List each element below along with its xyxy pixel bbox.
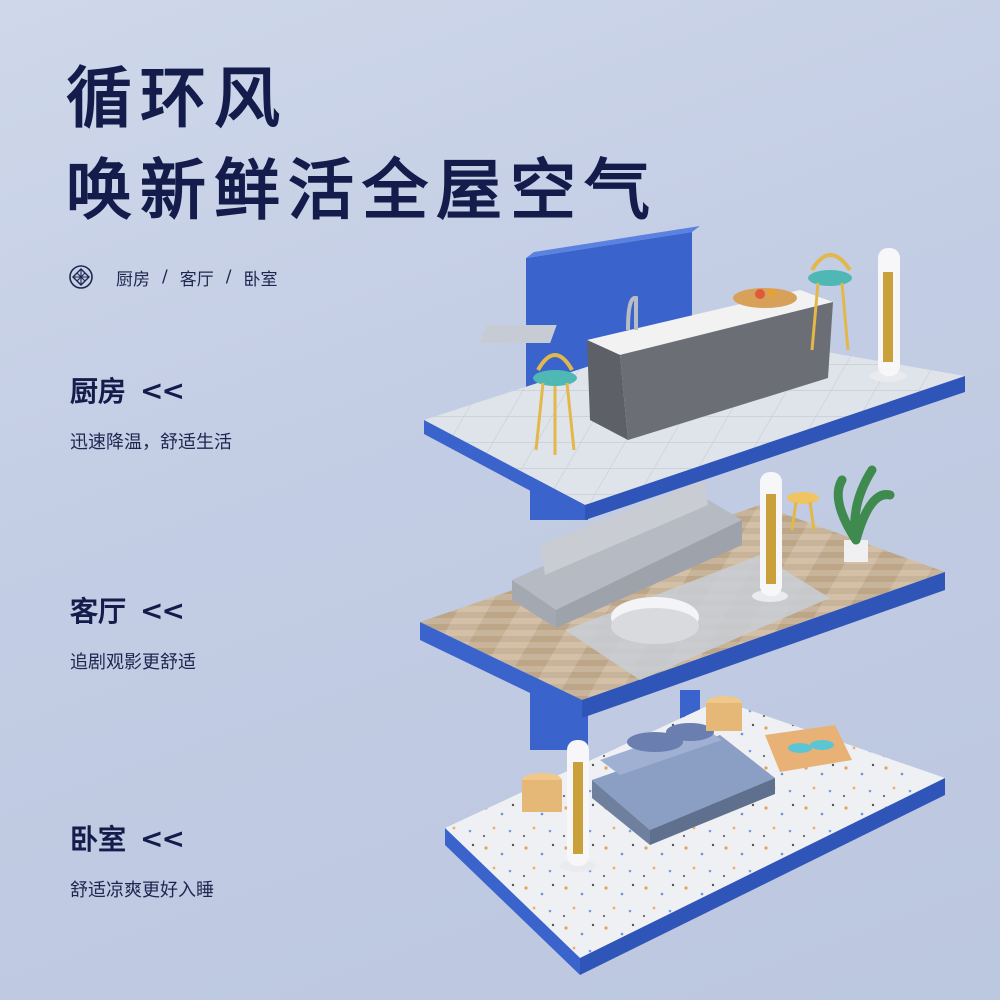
double-chevron-left-icon: << (140, 593, 185, 627)
double-chevron-left-icon: << (140, 373, 185, 407)
headline-line-2: 唤新鲜活全屋空气 (66, 152, 658, 229)
section-title: 厨房 (70, 375, 127, 408)
room-list-separator: / (225, 267, 232, 287)
room-list-separator: / (162, 267, 168, 287)
living-floor (420, 465, 945, 718)
section-title: 卧室 (70, 823, 127, 856)
section-living-room: 客厅 << 追剧观影更舒适 (70, 590, 196, 674)
double-chevron-left-icon: << (140, 821, 185, 855)
room-list-item-bedroom: 卧室 (243, 269, 278, 290)
room-list-item-kitchen: 厨房 (116, 269, 150, 290)
room-list-item-living: 客厅 (179, 269, 214, 290)
section-bedroom: 卧室 << 舒适凉爽更好入睡 (70, 818, 214, 902)
headline-line-1: 循环风 (66, 60, 288, 137)
tower-fan-kitchen (870, 248, 906, 382)
section-title: 客厅 (70, 595, 127, 628)
section-description: 舒适凉爽更好入睡 (70, 880, 214, 901)
tower-fan-living (752, 472, 788, 602)
kitchen-floor (424, 226, 965, 520)
section-description: 追剧观影更舒适 (70, 652, 196, 673)
room-list: 厨房 / 客厅 / 卧室 (68, 262, 277, 292)
section-description: 迅速降温，舒适生活 (70, 432, 232, 453)
bedroom-floor (445, 696, 945, 975)
tower-fan-bedroom (560, 740, 596, 872)
lattice-logo-icon (69, 265, 93, 289)
section-kitchen: 厨房 << 迅速降温，舒适生活 (70, 370, 232, 454)
